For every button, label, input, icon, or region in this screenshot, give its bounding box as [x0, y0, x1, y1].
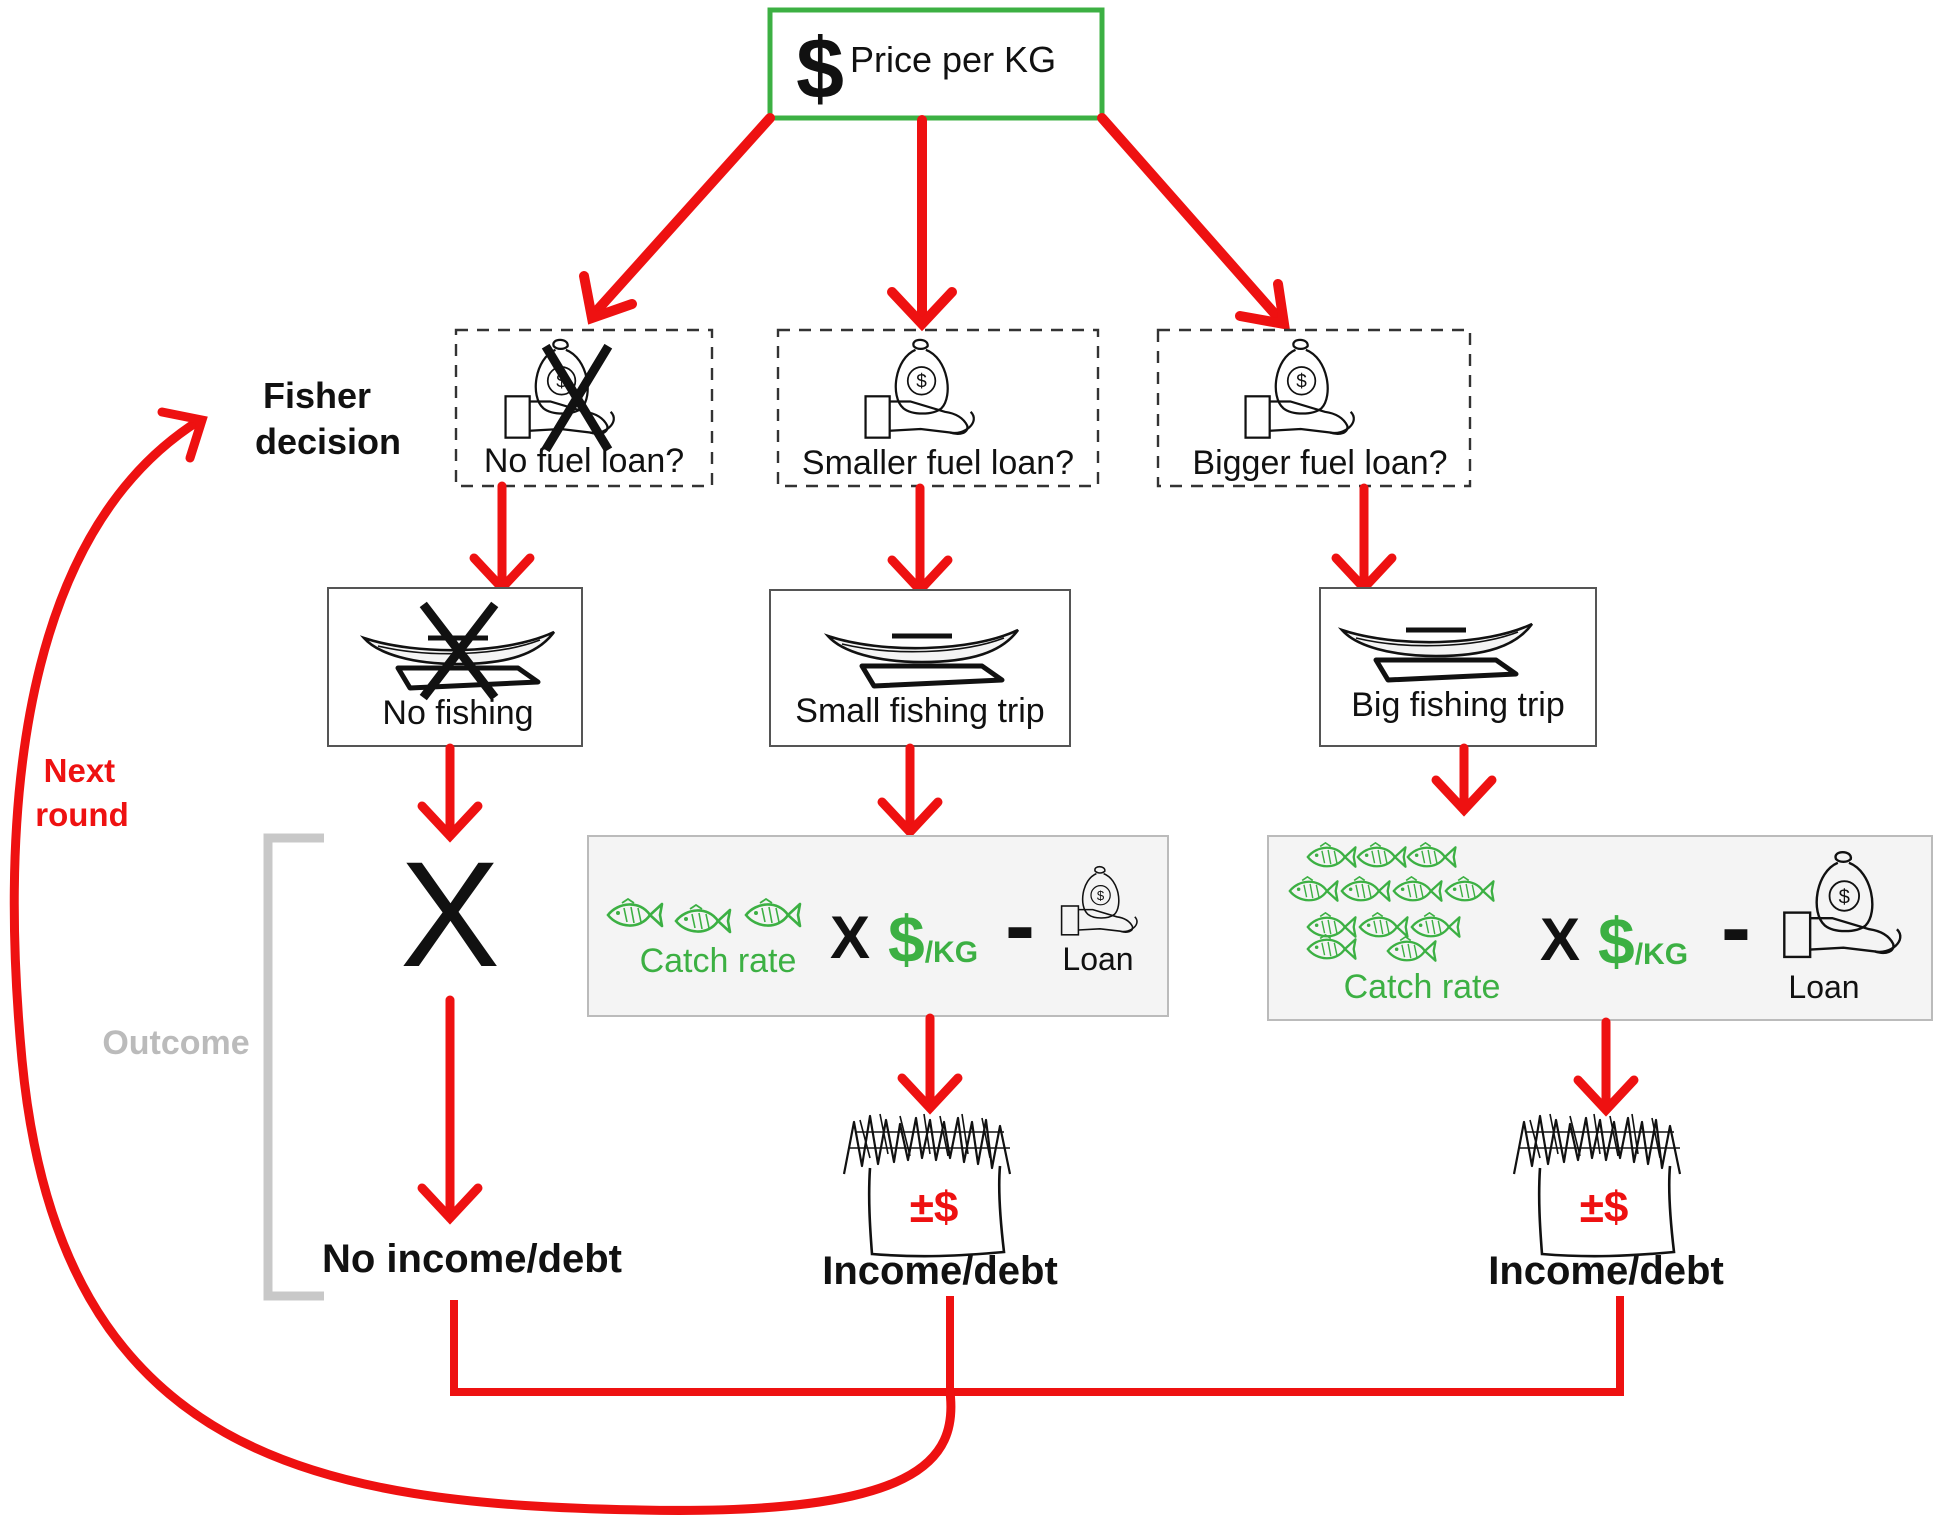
balance-label-small: ±$	[910, 1183, 959, 1232]
loan-bag-icon-small	[864, 338, 976, 439]
times-sign-small: X	[830, 904, 870, 971]
next-round-arrow	[9, 407, 956, 1515]
bottom-connector	[450, 1296, 1624, 1396]
loan-bag-icon-big	[1244, 338, 1356, 439]
loan-label-big: Loan	[1788, 969, 1859, 1005]
cross-icon-trip	[419, 601, 499, 701]
decision-box-none	[454, 328, 714, 488]
catch-rate-label-big: Catch rate	[1344, 968, 1501, 1006]
price-box	[767, 7, 1105, 121]
price-sign-small: $/KG	[888, 902, 978, 976]
lower-arrows	[417, 743, 1497, 843]
decision-box-small	[776, 328, 1100, 488]
dollar-symbol: $	[796, 21, 844, 117]
balance-label-big: ±$	[1580, 1183, 1629, 1232]
outcome-bracket	[263, 833, 324, 1301]
outcome-label: Outcome	[102, 1024, 249, 1062]
no-outcome-mark: X	[400, 830, 500, 998]
top-arrows	[579, 113, 1290, 332]
price-label: Price per KG	[850, 39, 1056, 80]
catch-rate-label-small: Catch rate	[640, 942, 797, 980]
price-sign-big: $/KG	[1598, 904, 1688, 978]
result-label-none: No income/debt	[322, 1237, 622, 1281]
no-outcome-arrow	[417, 995, 483, 1225]
cross-icon	[541, 343, 613, 453]
formula-arrows	[897, 1013, 1639, 1117]
loan-label-small: Loan	[1062, 941, 1133, 977]
decision-box-big	[1156, 328, 1472, 488]
trip-box-big	[1319, 587, 1597, 747]
times-sign-big: X	[1540, 906, 1580, 973]
mid-arrows	[469, 481, 1397, 597]
decision-label-big: Bigger fuel loan?	[1192, 444, 1447, 482]
trip-label-big: Big fishing trip	[1351, 686, 1565, 724]
fisher-decision-label: Fisher decision	[255, 375, 401, 462]
decision-label-small: Smaller fuel loan?	[802, 444, 1074, 482]
formula-box-small	[587, 835, 1169, 1017]
decision-label-none: No fuel loan?	[484, 442, 684, 480]
trip-label-small: Small fishing trip	[795, 692, 1044, 730]
trip-label-none: No fishing	[382, 694, 533, 732]
next-round-label: Next round	[35, 752, 128, 833]
minus-sign-small: -	[1005, 876, 1035, 976]
result-label-small: Income/debt	[822, 1249, 1058, 1293]
result-label-big: Income/debt	[1488, 1249, 1724, 1293]
minus-sign-big: -	[1721, 878, 1751, 978]
